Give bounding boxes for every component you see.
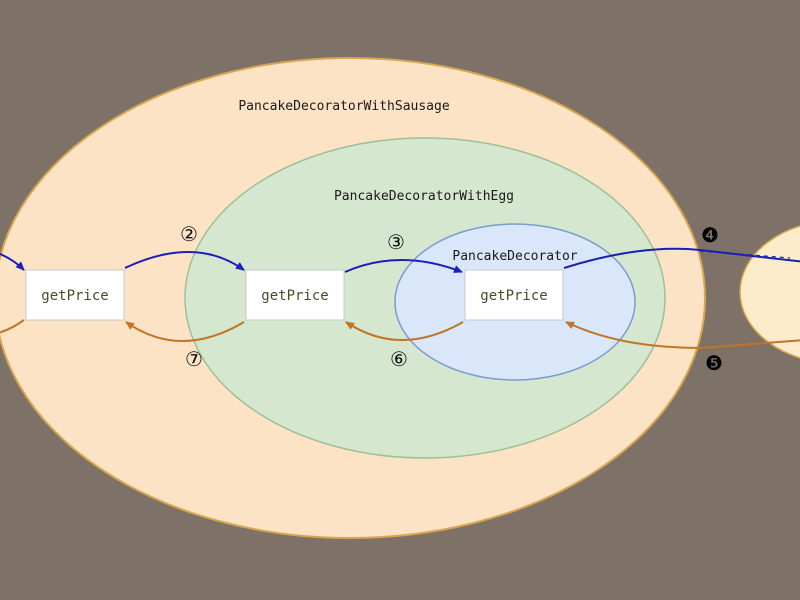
return-arrow-7 [125,321,245,342]
inner-layer-label: PancakeDecorator [452,249,577,264]
return-arrow-8 [0,319,25,334]
outer-method-box: getPrice [25,269,125,321]
middle-layer-label: PancakeDecoratorWithEgg [334,189,514,204]
call-arrow-1 [0,252,25,271]
return-arrow-5 [565,321,800,350]
call-arrow-4-shadow [699,250,791,259]
inner-method-box: getPrice [464,269,564,321]
inner-method-label: getPrice [480,288,547,304]
middle-method-box: getPrice [245,269,345,321]
call-arrow-2 [124,251,245,271]
call-arrow-4 [563,247,800,269]
outer-layer-label: PancakeDecoratorWithSausage [238,99,449,114]
step-5-label: ❺ [705,351,723,375]
step-6-label: ⑥ [390,347,408,371]
step-3-label: ③ [387,230,405,254]
call-arrow-3 [344,259,463,273]
step-2-label: ② [180,222,198,246]
return-arrow-6 [345,321,464,341]
step-4-label: ❹ [701,223,719,247]
outer-method-label: getPrice [41,288,108,304]
step-7-label: ⑦ [185,347,203,371]
middle-method-label: getPrice [261,288,328,304]
